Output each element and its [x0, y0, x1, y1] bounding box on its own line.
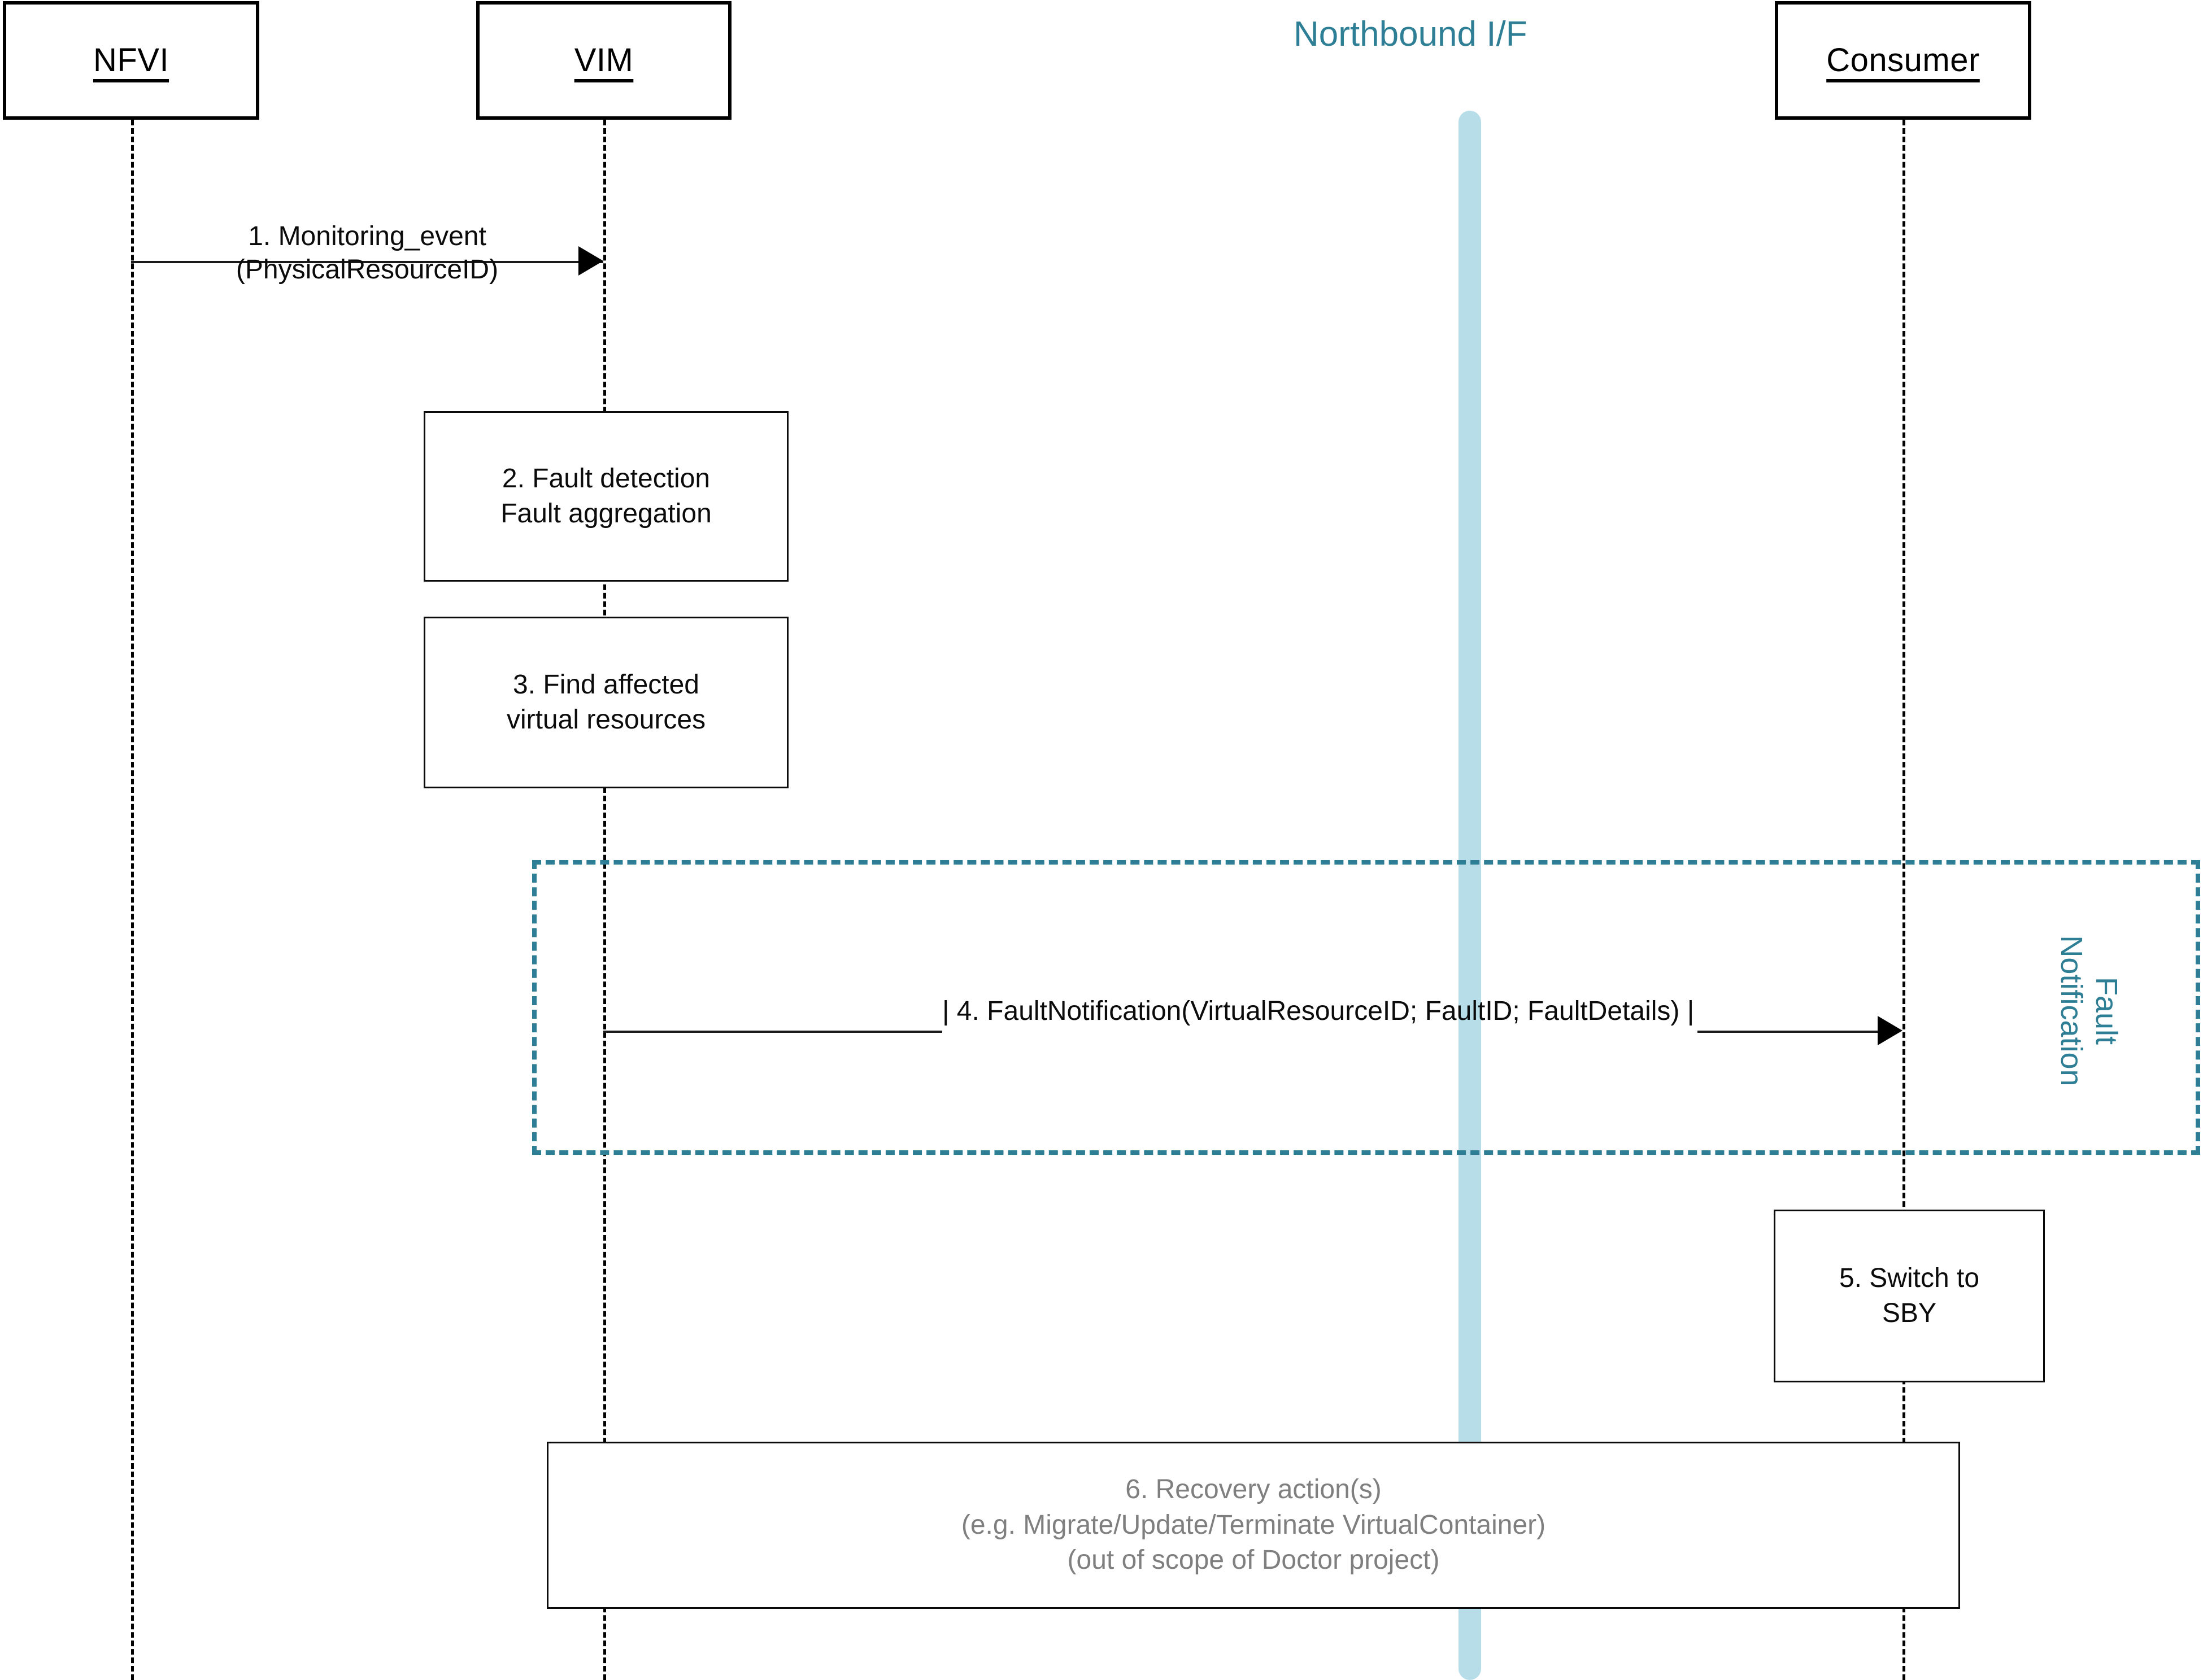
lifeline-consumer: [1902, 120, 1905, 1680]
action-label-step-5: 5. Switch to SBY: [1839, 1263, 1980, 1328]
action-label-step-6: 6. Recovery action(s) (e.g. Migrate/Upda…: [961, 1474, 1546, 1576]
participant-box-vim[interactable]: VIM: [476, 1, 732, 120]
action-label-step-3: 3. Find affected virtual resources: [506, 669, 706, 735]
northbound-interface-bar: [1458, 111, 1481, 1680]
message-1-line: [131, 261, 603, 263]
participant-label-consumer: Consumer: [1826, 42, 1980, 78]
message-1-arrowhead: [578, 246, 603, 276]
action-box-step-2[interactable]: 2. Fault detection Fault aggregation: [424, 411, 789, 582]
action-label-step-2: 2. Fault detection Fault aggregation: [500, 463, 712, 529]
lifeline-nfvi: [131, 120, 134, 1680]
message-4-arrowhead: [1878, 1016, 1902, 1045]
participant-box-consumer[interactable]: Consumer: [1775, 1, 2031, 120]
lifeline-vim: [603, 120, 606, 1680]
message-4-label: | 4. FaultNotification(VirtualResourceID…: [942, 996, 1695, 1026]
message-4-line-right: [1697, 1031, 1881, 1033]
northbound-interface-title: Northbound I/F: [1294, 15, 1527, 54]
fault-notification-fragment-label: Fault Notification: [2054, 935, 2123, 1086]
action-box-step-6[interactable]: 6. Recovery action(s) (e.g. Migrate/Upda…: [547, 1442, 1960, 1609]
action-box-step-5[interactable]: 5. Switch to SBY: [1774, 1210, 2045, 1382]
message-1-label: 1. Monitoring_event (PhysicalResourceID): [236, 221, 499, 285]
participant-box-nfvi[interactable]: NFVI: [3, 1, 259, 120]
message-4-line-left: [603, 1031, 942, 1033]
action-box-step-3[interactable]: 3. Find affected virtual resources: [424, 617, 789, 788]
participant-label-vim: VIM: [574, 42, 634, 78]
participant-label-nfvi: NFVI: [93, 42, 169, 78]
fault-notification-fragment[interactable]: [532, 860, 2200, 1155]
